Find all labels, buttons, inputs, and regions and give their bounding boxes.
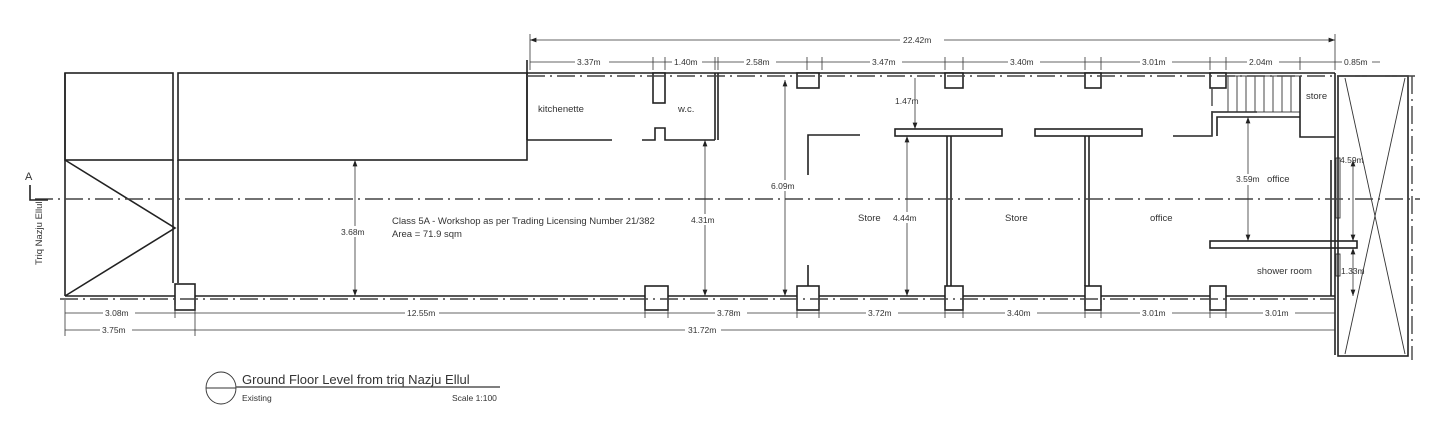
street-label: Triq Nazju Ellul — [34, 201, 45, 265]
svg-text:3.78m: 3.78m — [717, 308, 741, 318]
svg-text:3.01m: 3.01m — [1142, 57, 1166, 67]
svg-text:1.40m: 1.40m — [674, 57, 698, 67]
svg-text:22.42m: 22.42m — [903, 35, 931, 45]
svg-text:3.59m: 3.59m — [1236, 174, 1260, 184]
svg-text:office: office — [1267, 174, 1290, 185]
svg-text:31.72m: 31.72m — [688, 325, 716, 335]
svg-text:3.75m: 3.75m — [102, 325, 126, 335]
area-note: Area = 71.9 sqm — [392, 229, 462, 240]
svg-text:1.47m: 1.47m — [895, 96, 919, 106]
svg-text:store: store — [1306, 91, 1327, 102]
dimensions-top: 22.42m 3.37m 1.40m 2.58m 3.47m 3.40m 3.0… — [529, 34, 1380, 70]
svg-text:office: office — [1150, 213, 1173, 224]
svg-text:2.04m: 2.04m — [1249, 57, 1273, 67]
section-marker: A — [25, 171, 48, 201]
svg-text:Store: Store — [1005, 213, 1028, 224]
svg-text:6.09m: 6.09m — [771, 181, 795, 191]
svg-text:4.59m: 4.59m — [1340, 155, 1364, 165]
svg-text:3.72m: 3.72m — [868, 308, 892, 318]
room-labels: kitchenette w.c. Store Store office offi… — [392, 91, 1327, 277]
drawing-scale: Scale 1:100 — [452, 393, 497, 403]
svg-text:A: A — [25, 171, 33, 183]
center-lines — [35, 75, 1420, 360]
svg-text:3.01m: 3.01m — [1142, 308, 1166, 318]
workshop-note: Class 5A - Workshop as per Trading Licen… — [392, 216, 655, 227]
svg-text:3.37m: 3.37m — [577, 57, 601, 67]
svg-text:3.08m: 3.08m — [105, 308, 129, 318]
svg-text:2.58m: 2.58m — [746, 57, 770, 67]
drawing-title: Ground Floor Level from triq Nazju Ellul — [242, 372, 470, 387]
svg-text:3.40m: 3.40m — [1010, 57, 1034, 67]
svg-text:shower room: shower room — [1257, 266, 1312, 277]
dimensions-vertical: 1.47m 6.09m 3.68m 4.31m 4.44m 3.59m 4.59… — [340, 78, 1365, 296]
svg-text:1.33m: 1.33m — [1341, 266, 1365, 276]
svg-text:3.01m: 3.01m — [1265, 308, 1289, 318]
drawing-status: Existing — [242, 393, 272, 403]
hatched-area — [64, 72, 528, 161]
svg-text:3.40m: 3.40m — [1007, 308, 1031, 318]
svg-text:12.55m: 12.55m — [407, 308, 435, 318]
building-outline — [64, 60, 1409, 357]
void-area — [1337, 75, 1409, 357]
title-block: Ground Floor Level from triq Nazju Ellul… — [205, 371, 500, 405]
svg-text:3.68m: 3.68m — [341, 227, 365, 237]
svg-text:4.31m: 4.31m — [691, 215, 715, 225]
svg-text:w.c.: w.c. — [677, 104, 694, 115]
staircase — [1227, 75, 1301, 113]
svg-text:3.47m: 3.47m — [872, 57, 896, 67]
svg-text:Store: Store — [858, 213, 881, 224]
svg-text:kitchenette: kitchenette — [538, 104, 584, 115]
svg-text:0.85m: 0.85m — [1344, 57, 1368, 67]
dimensions-bottom: 3.08m 12.55m 3.78m 3.72m 3.40m 3.01m 3.0… — [64, 300, 1335, 336]
svg-text:4.44m: 4.44m — [893, 213, 917, 223]
